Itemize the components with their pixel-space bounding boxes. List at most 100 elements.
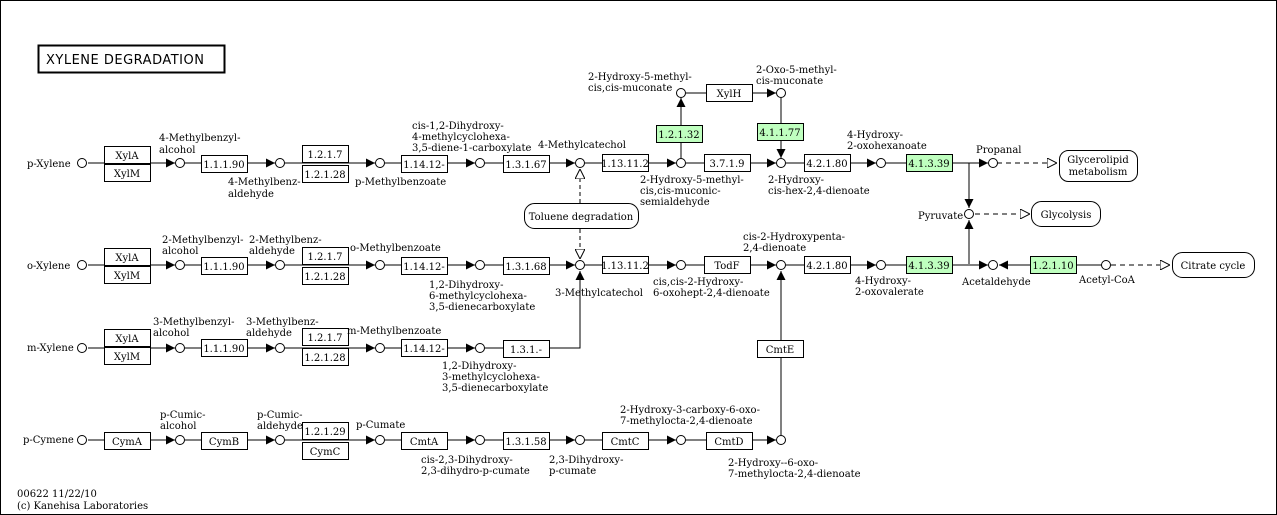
compound-o-methylbenzoate[interactable] xyxy=(375,260,385,270)
compound-hydroxy-oxo-methylocta[interactable] xyxy=(776,435,786,445)
enzyme-1-1-1-90-row2[interactable]: 1.1.1.90 xyxy=(201,257,248,275)
map-toluene-degradation[interactable]: Toluene degradation xyxy=(524,203,639,229)
compound-o-xylene[interactable] xyxy=(77,260,87,270)
enzyme-1-2-1-7-row3[interactable]: 1.2.1.7 xyxy=(302,328,349,346)
compound-dihydroxy-p-cumate[interactable] xyxy=(575,435,585,445)
compound-carboxy-oxo-methylocta[interactable] xyxy=(676,435,686,445)
map-glycolysis[interactable]: Glycolysis xyxy=(1031,201,1101,227)
label-p-cumic-aldehyde: p-Cumic-aldehyde xyxy=(257,410,303,432)
enzyme-xylh[interactable]: XylH xyxy=(706,84,753,102)
enzyme-1-3-1-dash[interactable]: 1.3.1.- xyxy=(503,340,550,358)
compound-p-cumic-alcohol[interactable] xyxy=(175,435,185,445)
enzyme-xylm-row1[interactable]: XylM xyxy=(104,164,151,182)
compound-p-cumic-aldehyde[interactable] xyxy=(275,435,285,445)
compound-propanal[interactable] xyxy=(988,158,998,168)
compound-oxo-methyl-muconate[interactable] xyxy=(776,88,786,98)
compound-hydroxy-muconic-semialdehyde[interactable] xyxy=(676,158,686,168)
enzyme-1-14-12-row1[interactable]: 1.14.12- xyxy=(401,155,448,173)
compound-m-xylene[interactable] xyxy=(77,343,87,353)
enzyme-4-1-1-77[interactable]: 4.1.1.77 xyxy=(757,123,804,141)
enzyme-1-3-1-58[interactable]: 1.3.1.58 xyxy=(503,432,550,450)
enzyme-cmte[interactable]: CmtE xyxy=(757,340,804,358)
enzyme-4-1-3-39-row2[interactable]: 4.1.3.39 xyxy=(906,256,953,274)
enzyme-todf[interactable]: TodF xyxy=(704,256,751,274)
compound-dihydro-p-cumate[interactable] xyxy=(475,435,485,445)
enzyme-label: 1.2.1.29 xyxy=(304,427,345,438)
enzyme-4-2-1-80-row2[interactable]: 4.2.1.80 xyxy=(804,256,851,274)
enzyme-1-3-1-68[interactable]: 1.3.1.68 xyxy=(503,257,550,275)
compound-hydroxy-hex-dienoate[interactable] xyxy=(776,158,786,168)
compound-4-methylcatechol[interactable] xyxy=(575,158,585,168)
enzyme-1-14-12-row2[interactable]: 1.14.12- xyxy=(401,257,448,275)
enzyme-xylm-row2[interactable]: XylM xyxy=(104,266,151,284)
enzyme-label: 1.3.1.67 xyxy=(505,160,546,171)
enzyme-4-2-1-80-row1[interactable]: 4.2.1.80 xyxy=(804,154,851,172)
enzyme-label: 3.7.1.9 xyxy=(710,159,745,170)
compound-p-cymene[interactable] xyxy=(77,435,87,445)
enzyme-label: TodF xyxy=(714,261,739,272)
enzyme-1-2-1-32[interactable]: 1.2.1.32 xyxy=(656,125,703,143)
enzyme-1-2-1-28-row3[interactable]: 1.2.1.28 xyxy=(302,348,349,366)
enzyme-label: XylM xyxy=(114,352,140,363)
compound-4-methylbenzyl-alcohol[interactable] xyxy=(175,158,185,168)
compound-acetyl-coa[interactable] xyxy=(1101,260,1111,270)
enzyme-cymb[interactable]: CymB xyxy=(201,432,248,450)
compound-m-methylbenzoate[interactable] xyxy=(375,343,385,353)
compound-dihydroxy-3-methyl[interactable] xyxy=(475,343,485,353)
compound-3-methylbenzyl-alcohol[interactable] xyxy=(175,343,185,353)
enzyme-label: 4.2.1.80 xyxy=(806,159,847,170)
footer-id-date: 00622 11/22/10 xyxy=(17,489,97,500)
map-label: Citrate cycle xyxy=(1181,261,1246,272)
compound-hydroxypenta-dienoate[interactable] xyxy=(776,260,786,270)
compound-hydroxy-methyl-muconate[interactable] xyxy=(676,88,686,98)
enzyme-1-2-1-29[interactable]: 1.2.1.29 xyxy=(302,422,349,440)
compound-2-methylbenzyl-alcohol[interactable] xyxy=(175,260,185,270)
enzyme-cymc[interactable]: CymC xyxy=(302,442,349,460)
compound-p-methylbenzoate[interactable] xyxy=(375,158,385,168)
compound-4-methylbenzaldehyde[interactable] xyxy=(275,158,285,168)
compound-p-xylene[interactable] xyxy=(77,158,87,168)
compound-hydroxy-oxohexanoate[interactable] xyxy=(876,158,886,168)
enzyme-label: 1.2.1.7 xyxy=(308,150,343,161)
compound-dihydroxy-6-methyl[interactable] xyxy=(475,260,485,270)
enzyme-1-2-1-7-row1[interactable]: 1.2.1.7 xyxy=(302,145,349,163)
enzyme-cmtd[interactable]: CmtD xyxy=(706,432,753,450)
compound-2-methylbenzaldehyde[interactable] xyxy=(275,260,285,270)
enzyme-cmtc[interactable]: CmtC xyxy=(602,432,649,450)
compound-hydroxy-oxovalerate[interactable] xyxy=(876,260,886,270)
enzyme-1-2-1-7-row2[interactable]: 1.2.1.7 xyxy=(302,247,349,265)
compound-oxohept-dienoate[interactable] xyxy=(676,260,686,270)
map-citrate-cycle[interactable]: Citrate cycle xyxy=(1172,252,1255,278)
enzyme-xylm-row3[interactable]: XylM xyxy=(104,347,151,365)
enzyme-xyla-row3[interactable]: XylA xyxy=(104,329,151,347)
enzyme-label: 1.2.1.28 xyxy=(304,170,345,181)
enzyme-1-13-11-2-row1[interactable]: 1.13.11.2 xyxy=(601,154,649,172)
enzyme-1-13-11-2-row2[interactable]: 1.13.11.2 xyxy=(601,256,649,274)
compound-cis-dihydroxy-4-methyl[interactable] xyxy=(475,158,485,168)
compound-acetaldehyde[interactable] xyxy=(988,260,998,270)
enzyme-1-2-1-28-row2[interactable]: 1.2.1.28 xyxy=(302,267,349,285)
enzyme-1-14-12-row3[interactable]: 1.14.12- xyxy=(401,339,448,357)
compound-3-methylbenzaldehyde[interactable] xyxy=(275,343,285,353)
enzyme-label: 1.3.1.68 xyxy=(505,262,546,273)
enzyme-xyla-row2[interactable]: XylA xyxy=(104,248,151,266)
compound-p-cumate[interactable] xyxy=(375,435,385,445)
enzyme-1-2-1-10[interactable]: 1.2.1.10 xyxy=(1030,256,1077,274)
enzyme-3-7-1-9[interactable]: 3.7.1.9 xyxy=(704,154,751,172)
compound-3-methylcatechol[interactable] xyxy=(575,260,585,270)
enzyme-1-2-1-28-row1[interactable]: 1.2.1.28 xyxy=(302,165,349,183)
enzyme-1-1-1-90-row1[interactable]: 1.1.1.90 xyxy=(201,155,248,173)
label-hydroxy-oxo-methylocta: 2-Hydroxy--6-oxo-7-methylocta-2,4-dienoa… xyxy=(728,458,861,480)
enzyme-cyma[interactable]: CymA xyxy=(104,432,151,450)
enzyme-xyla-row1[interactable]: XylA xyxy=(104,146,151,164)
compound-pyruvate[interactable] xyxy=(964,209,974,219)
enzyme-label: 1.2.1.28 xyxy=(304,272,345,283)
label-acetyl-coa: Acetyl-CoA xyxy=(1078,275,1136,286)
enzyme-1-1-1-90-row3[interactable]: 1.1.1.90 xyxy=(201,339,248,357)
label-p-cymene: p-Cymene xyxy=(23,435,74,446)
enzyme-cmta[interactable]: CmtA xyxy=(401,432,448,450)
enzyme-label: XylA xyxy=(115,253,139,264)
enzyme-1-3-1-67[interactable]: 1.3.1.67 xyxy=(503,155,550,173)
map-glycerolipid-metabolism[interactable]: Glycerolipid metabolism xyxy=(1059,150,1138,182)
enzyme-4-1-3-39-row1[interactable]: 4.1.3.39 xyxy=(906,154,953,172)
